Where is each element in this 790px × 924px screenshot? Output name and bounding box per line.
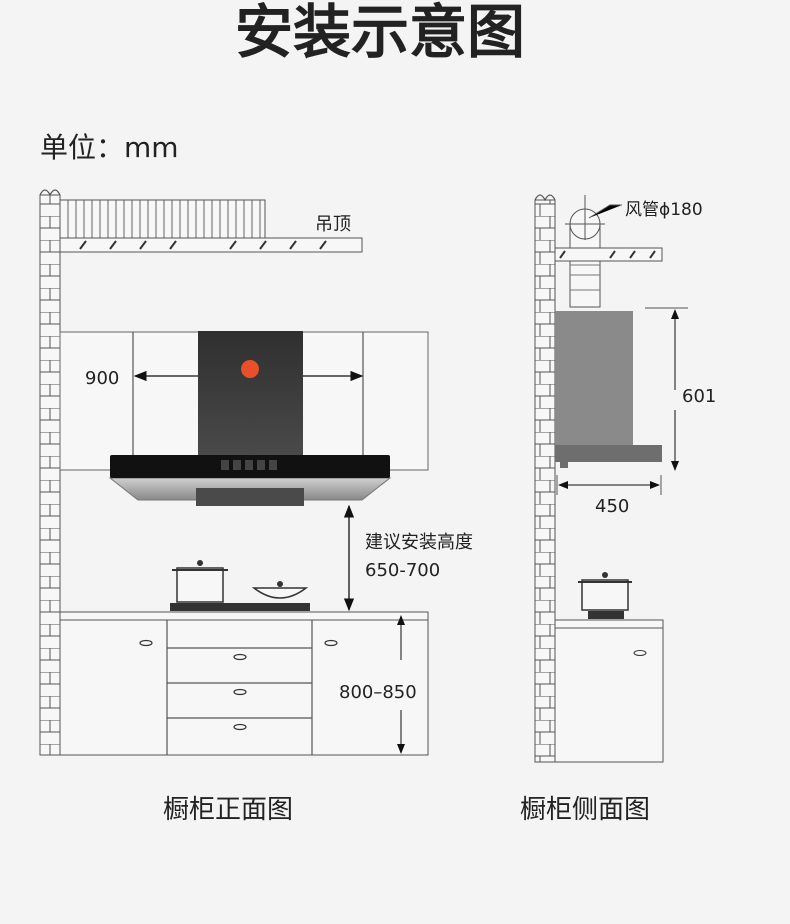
side-ceiling-bar — [554, 247, 663, 262]
wok-icon — [251, 581, 309, 599]
install-height-label: 建议安装高度 — [365, 532, 473, 553]
page-title: 安装示意图 — [235, 0, 525, 66]
side-pot-icon — [578, 572, 632, 619]
countertop — [59, 611, 429, 621]
side-view-caption: 橱柜侧面图 — [520, 795, 650, 825]
hood-height-label: 601 — [682, 386, 716, 407]
stove — [170, 603, 310, 611]
hood-side-body — [555, 311, 633, 446]
unit-label: 单位：mm — [40, 131, 179, 164]
side-view: 风管ϕ180 601 450 橱柜侧面图 — [520, 194, 716, 825]
hood-depth-label: 450 — [595, 496, 629, 517]
control-buttons — [221, 460, 277, 470]
ceiling-bar — [59, 237, 363, 253]
oil-cup — [196, 488, 304, 506]
duct-label: 风管ϕ180 — [625, 200, 703, 220]
front-view-caption: 橱柜正面图 — [163, 795, 293, 825]
ceiling-label: 吊顶 — [315, 214, 351, 235]
left-wall — [39, 194, 61, 756]
side-wall — [534, 199, 556, 763]
exhaust-duct — [59, 199, 266, 239]
side-cabinet — [554, 627, 664, 763]
cabinet-height-label: 800–850 — [339, 682, 417, 703]
pot-icon — [172, 560, 228, 603]
brand-logo — [241, 360, 259, 378]
hood-chimney — [198, 331, 303, 457]
width-label: 900 — [85, 368, 119, 389]
install-height-value: 650-700 — [365, 560, 440, 581]
base-cabinets — [59, 619, 429, 756]
front-view: 吊顶 900 建议安装高度 650-700 — [39, 189, 473, 825]
hood-side-base — [555, 445, 662, 462]
